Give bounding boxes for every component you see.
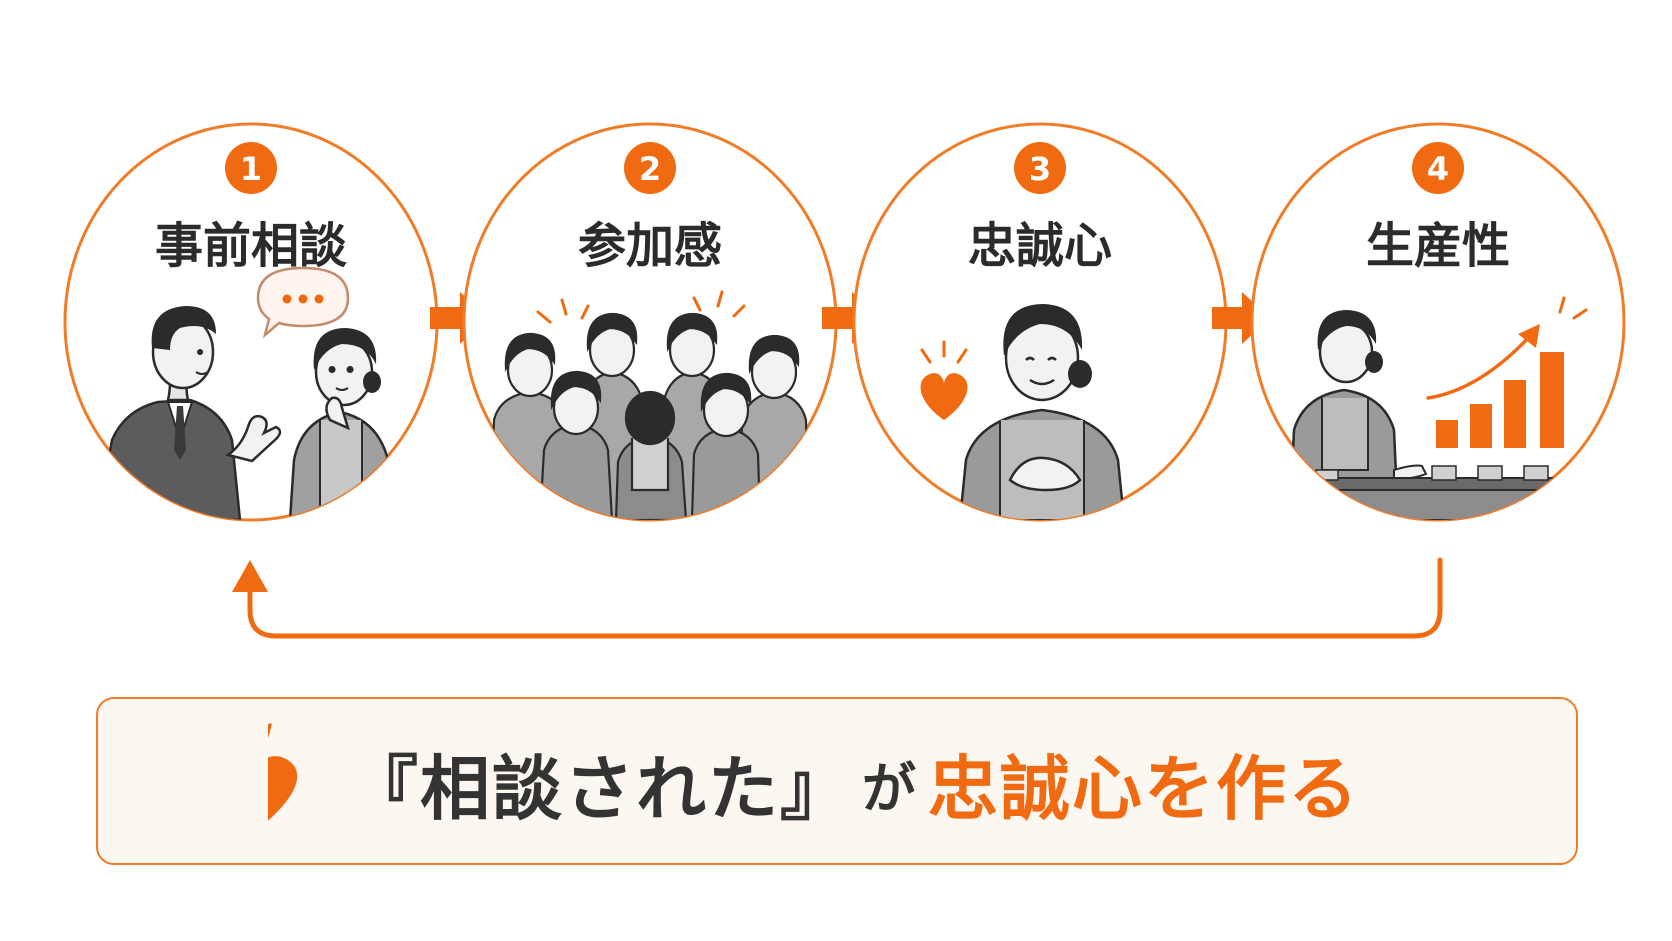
summary-message: 『相談された』 が 忠誠心を作る (348, 699, 1536, 867)
step-4-badge (1412, 142, 1464, 194)
step-4: 4 生産性 (1250, 122, 1626, 522)
summary-connector: が (862, 756, 918, 820)
step-3: 3 忠誠心 (852, 122, 1228, 522)
step-1: 1 事前相談 (63, 122, 439, 522)
step-4-number: 4 (1427, 150, 1449, 188)
summary-quote: 『相談された』 (348, 747, 852, 830)
loyalty-heart-illustration (920, 304, 1126, 520)
step-2: 2 参加感 (462, 122, 838, 522)
step-1-badge (225, 142, 277, 194)
step-1-title: 事前相談 (155, 218, 347, 274)
arrow-up-icon (232, 560, 268, 592)
step-3-number: 3 (1029, 150, 1051, 188)
step-4-title: 生産性 (1366, 218, 1510, 274)
summary-banner: 『相談された』 が 忠誠心を作る (96, 697, 1578, 865)
step-2-number: 2 (639, 150, 661, 188)
step-1-number: 1 (240, 150, 262, 188)
step-3-badge (1014, 142, 1066, 194)
step-2-title: 参加感 (578, 218, 722, 274)
step-3-title: 忠誠心 (968, 218, 1112, 274)
heart-icon (268, 723, 298, 821)
heart-icon (920, 373, 968, 420)
step-2-badge (624, 142, 676, 194)
loop-back-arrow (247, 557, 1443, 639)
summary-emphasis: 忠誠心を作る (928, 747, 1360, 830)
